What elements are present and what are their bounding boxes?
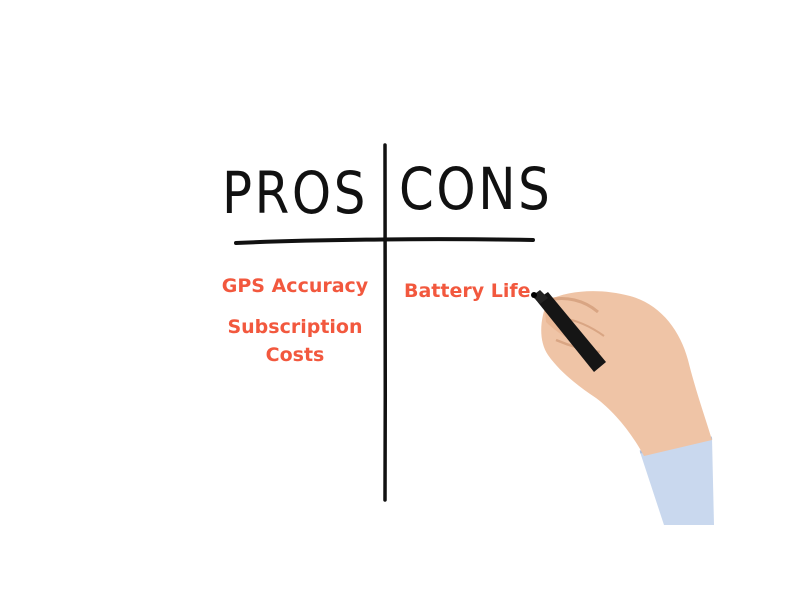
pros-heading: PROS: [222, 159, 368, 227]
pros-list: GPS Accuracy Subscription Costs: [205, 272, 385, 382]
sleeve-cuff: [640, 438, 714, 525]
cons-list: Battery Life: [404, 277, 544, 305]
pros-item-subscription-costs: Subscription Costs: [227, 316, 363, 366]
t-chart-horizontal-line: [234, 237, 535, 245]
hand-skin: [541, 291, 712, 456]
pros-item-gps-accuracy: GPS Accuracy: [221, 275, 369, 297]
cons-heading: CONS: [399, 155, 553, 223]
marker-body: [536, 292, 606, 372]
cons-item-battery-life: Battery Life: [404, 280, 531, 302]
t-chart-vertical-line: [382, 143, 388, 502]
